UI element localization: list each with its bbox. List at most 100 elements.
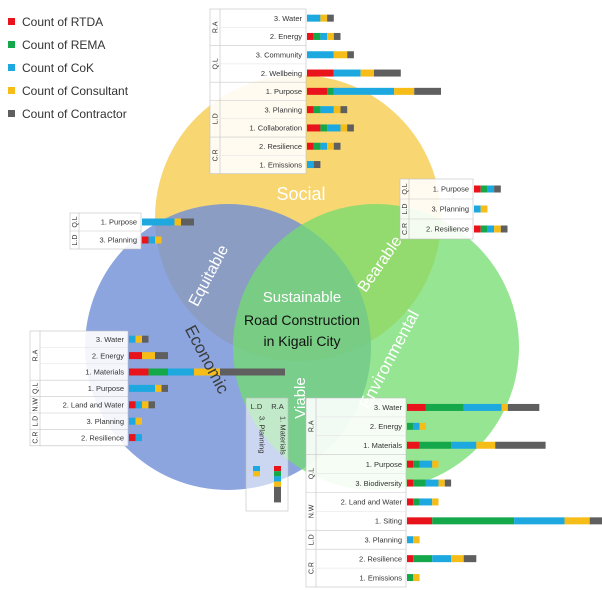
legend-item-rema: Count of REMA [8,33,128,56]
bar-environmental-2-land-and-water-rtda [407,498,414,506]
row-label-environmental-1-emissions: 1. Emissions [359,573,402,582]
viable-row-label-3-planning: 3. Planning [258,416,267,454]
legend-swatch-consultant [8,87,15,94]
bar-environmental-3-water-contractor [507,403,540,411]
legend-item-rtda: Count of RTDA [8,10,128,33]
row-label-environmental-2-resilience: 2. Resilience [359,554,402,563]
bar-environmental-3-biodiversity-rema [413,479,426,487]
bar-environmental-3-biodiversity-cok [425,479,439,487]
bar-environmental-2-resilience-cok [432,555,452,563]
bar-social-1-collaboration-contractor [347,124,354,132]
bar-social-3-water-cok [307,14,321,22]
bar-economic-1-materials-cok [168,368,194,376]
panel-economic-bg [29,330,129,447]
row-label-equitable-3-planning: 3. Planning [99,236,137,245]
bar-equitable-3-planning-cok [148,236,155,244]
bar-economic-2-land-and-water-cok [135,401,142,409]
row-label-environmental-1-materials: 1. Materials [363,441,402,450]
bar-social-2-resilience-rema [313,142,321,150]
bar-social-3-planning-contractor [340,106,348,114]
panel-environmental-code-r-a: R.A [309,420,316,432]
bar-environmental-3-water-rema [425,403,464,411]
row-label-equitable-1-purpose: 1. Purpose [101,218,137,227]
bar-equitable-3-planning-rtda [142,236,149,244]
bar-economic-3-planning-cok [129,417,136,425]
bar-equitable-1-purpose-cok [142,218,175,226]
row-label-environmental-2-land-and-water: 2. Land and Water [341,498,403,507]
row-label-social-1-collaboration: 1. Collaboration [249,124,302,133]
bar-environmental-1-siting-contractor [589,517,602,525]
viable-code-r-a: R.A [271,402,284,411]
bar-economic-1-purpose-cok [129,384,155,392]
bar-economic-2-resilience-rtda [129,434,136,442]
legend-item-cok: Count of CoK [8,56,128,79]
panel-economic-code-c-r: C.R [33,432,40,444]
bar-environmental-1-purpose-consultant [432,460,439,468]
bar-economic-2-land-and-water-consultant [142,401,149,409]
legend-label-consultant: Count of Consultant [22,83,129,98]
bar-environmental-1-materials-rtda [407,441,420,449]
panel-bearable-code-q-l: Q.L [402,183,409,194]
legend-item-contractor: Count of Contractor [8,102,128,125]
row-label-economic-1-materials: 1. Materials [85,368,124,377]
bar-environmental-1-siting-rema [432,517,515,525]
bar-environmental-1-purpose-cok [419,460,433,468]
panel-bearable-bg [399,178,474,240]
bar-environmental-1-materials-contractor [495,441,546,449]
row-label-environmental-3-planning: 3. Planning [364,535,402,544]
row-label-economic-2-land-and-water: 2. Land and Water [63,401,125,410]
bar-social-2-wellbeing-consultant [360,69,374,77]
legend-label-cok: Count of CoK [22,60,95,75]
bar-economic-3-water-contractor [142,335,149,343]
bar-equitable-3-planning-consultant [155,236,162,244]
bar-social-1-purpose-rtda [307,87,328,95]
panel-environmental-code-c-r: C.R [309,562,316,574]
bar-economic-1-purpose-consultant [155,384,162,392]
panel-social-code-r-a: R.A [213,21,220,33]
bar-social-2-resilience-contractor [333,142,341,150]
bar-viable-1-materials-cok [274,476,281,482]
bar-bearable-2-resilience-consultant [494,225,501,233]
panel-economic-code-r-a: R.A [33,349,40,361]
bar-social-3-community-consultant [333,51,348,59]
bar-economic-3-water-consultant [135,335,142,343]
legend-label-rema: Count of REMA [22,37,106,52]
row-label-economic-2-energy: 2. Energy [92,351,124,360]
bar-environmental-3-biodiversity-rtda [407,479,414,487]
viable-code-l-d: L.D [251,402,263,411]
panel-equitable-code-q-l: Q.L [72,216,79,227]
bar-environmental-3-planning-cok [407,536,414,544]
row-label-social-1-emissions: 1. Emissions [259,160,302,169]
bar-environmental-2-land-and-water-cok [419,498,433,506]
bar-social-2-energy-consultant [327,32,334,40]
bar-environmental-1-purpose-rtda [407,460,414,468]
bar-environmental-3-water-consultant [501,403,508,411]
bar-social-3-planning-rtda [307,106,314,114]
bar-social-2-energy-contractor [333,32,341,40]
bar-social-1-purpose-cok [333,87,395,95]
row-label-social-2-energy: 2. Energy [270,32,302,41]
bar-social-3-community-cok [307,51,334,59]
row-label-social-2-resilience: 2. Resilience [259,142,302,151]
row-label-bearable-1-purpose: 1. Purpose [433,185,469,194]
row-label-bearable-2-resilience: 2. Resilience [426,225,469,234]
row-label-social-2-wellbeing: 2. Wellbeing [261,69,302,78]
legend-label-contractor: Count of Contractor [22,106,127,121]
row-label-environmental-1-siting: 1. Siting [375,517,402,526]
bar-environmental-1-materials-consultant [476,441,496,449]
legend: Count of RTDA Count of REMA Count of CoK… [8,10,128,125]
bar-environmental-1-emissions-consultant [413,574,420,582]
bar-social-2-energy-cok [320,32,328,40]
bar-environmental-2-land-and-water-consultant [432,498,439,506]
bar-environmental-1-siting-cok [514,517,565,525]
bar-social-3-planning-rema [313,106,321,114]
bar-bearable-2-resilience-contractor [500,225,508,233]
center-line-2: Road Construction [244,312,360,328]
social-label: Social [276,184,325,204]
bar-economic-2-resilience-cok [135,434,142,442]
bar-social-2-energy-rema [313,32,321,40]
row-label-economic-3-water: 3. Water [96,335,125,344]
legend-swatch-rtda [8,18,15,25]
bar-environmental-2-land-and-water-rema [413,498,420,506]
